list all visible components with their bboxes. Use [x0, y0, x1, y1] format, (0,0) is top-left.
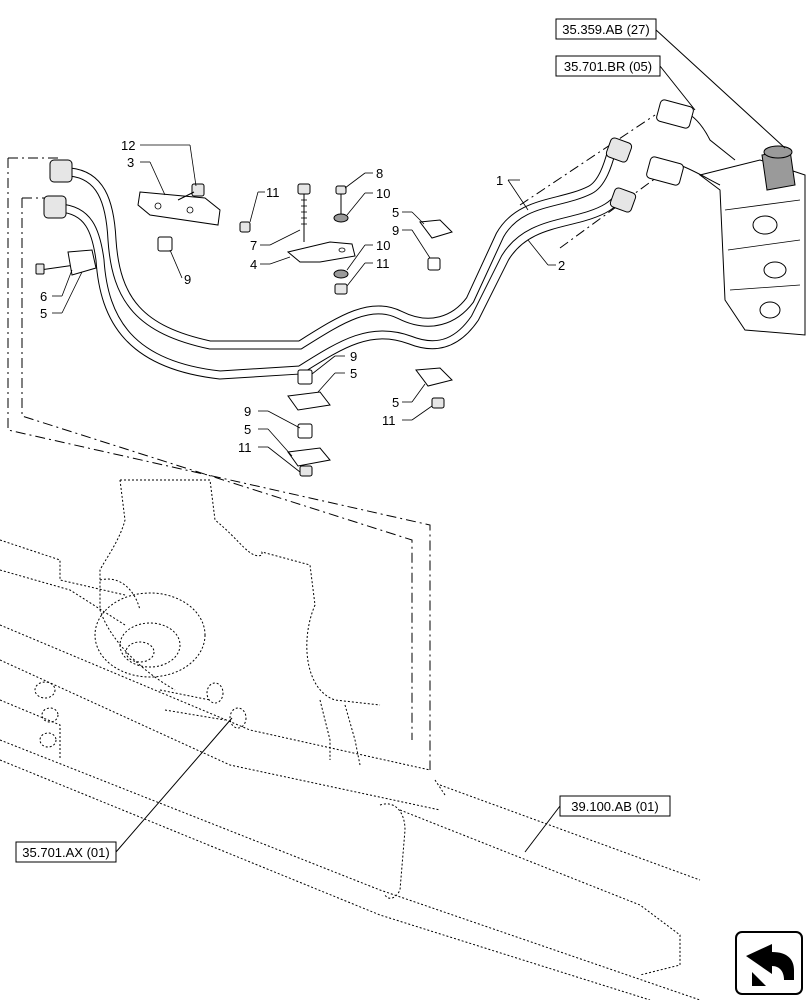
- assembly-boundary: [7, 114, 661, 770]
- callout-9: 9: [244, 404, 251, 419]
- callout-11: 11: [382, 413, 396, 428]
- previous-page-arrow-icon[interactable]: [735, 931, 803, 995]
- clamp-hardware: [35, 183, 453, 477]
- callout-5: 5: [392, 395, 399, 410]
- callout-5: 5: [350, 366, 357, 381]
- callout-8: 8: [376, 166, 383, 181]
- reference-box-top1[interactable]: 35.359.AB (27): [555, 18, 657, 40]
- callout-6: 6: [40, 289, 47, 304]
- tractor-frame: [0, 479, 701, 1000]
- reference-label-bottom-right: 39.100.AB (01): [571, 799, 658, 814]
- pipe-nut-left-lower: [43, 195, 67, 219]
- callout-7: 7: [250, 238, 257, 253]
- hydraulic-pipes: [43, 137, 637, 380]
- callout-5: 5: [40, 306, 47, 321]
- pipe-nut-left-upper: [49, 159, 73, 183]
- reference-box-bottom-right[interactable]: 39.100.AB (01): [559, 795, 671, 817]
- callout-11: 11: [266, 185, 280, 200]
- callout-5: 5: [392, 205, 399, 220]
- reference-label-top2: 35.701.BR (05): [564, 59, 652, 74]
- callouts: 12 3 11 8 10 7 4 10 11 9 6 5 5 9 1 2 9 5…: [40, 138, 565, 455]
- reference-label-top1: 35.359.AB (27): [562, 22, 649, 37]
- callout-2: 2: [558, 258, 565, 273]
- leader-lines: [52, 28, 786, 853]
- callout-5: 5: [244, 422, 251, 437]
- reference-box-bottom-left[interactable]: 35.701.AX (01): [15, 841, 117, 863]
- pipe-nut-right-upper: [605, 137, 633, 163]
- valve-block: [646, 99, 806, 336]
- callout-9: 9: [392, 223, 399, 238]
- callout-12: 12: [121, 138, 135, 153]
- callout-1: 1: [496, 173, 503, 188]
- callout-11: 11: [238, 440, 252, 455]
- reference-label-bottom-left: 35.701.AX (01): [22, 845, 109, 860]
- callout-11: 11: [376, 256, 390, 271]
- callout-9: 9: [350, 349, 357, 364]
- callout-10: 10: [376, 238, 390, 253]
- callout-3: 3: [127, 155, 134, 170]
- pipe-nut-right-lower: [609, 187, 637, 213]
- callout-10: 10: [376, 186, 390, 201]
- reference-box-top2[interactable]: 35.701.BR (05): [555, 55, 661, 77]
- callout-4: 4: [250, 257, 257, 272]
- callout-9: 9: [184, 272, 191, 287]
